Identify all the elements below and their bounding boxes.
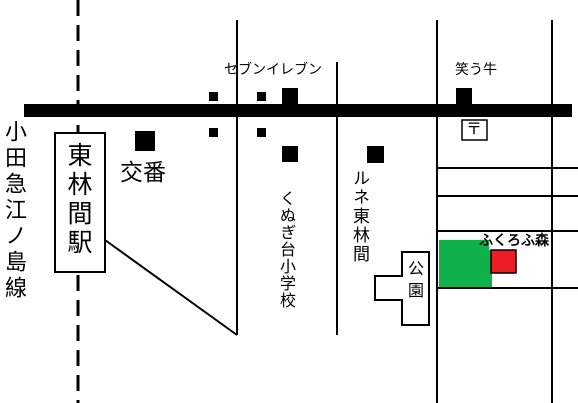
police-box-building — [135, 131, 155, 151]
school-building — [282, 146, 298, 162]
green-area — [439, 240, 492, 287]
fukurou-marker — [490, 249, 517, 274]
lune-building — [367, 146, 384, 163]
waraushi-building — [456, 88, 472, 104]
railway-label: 小田急江ノ島線 — [1, 120, 26, 302]
seven-eleven-building — [282, 88, 298, 104]
small-building-3 — [257, 92, 266, 101]
waraushi-label: 笑う牛 — [455, 62, 497, 78]
main-road — [24, 104, 572, 117]
fukurou-label: ふくろふ森 — [479, 233, 549, 249]
post-office-symbol: 〒 — [466, 119, 483, 138]
small-building-2 — [209, 128, 218, 137]
seven-eleven-label: セブンイレブン — [224, 62, 322, 78]
park-label: 公園 — [405, 260, 424, 304]
lune-label: ルネ東林間 — [349, 169, 369, 264]
post-office-box — [461, 119, 488, 141]
small-building-1 — [209, 92, 218, 101]
diagonal-road — [104, 239, 238, 336]
station-label: 東林間駅 — [64, 142, 93, 258]
police-box-label: 交番 — [120, 160, 166, 186]
small-building-4 — [257, 128, 266, 137]
station-box — [54, 132, 106, 273]
school-label: くぬぎ台小学校 — [277, 190, 296, 309]
park-shape — [374, 251, 430, 326]
